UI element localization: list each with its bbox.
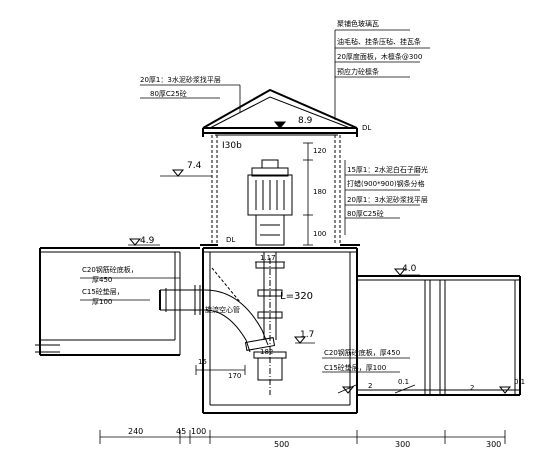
elevation-markers xyxy=(128,121,512,394)
wall-note-2: 打蜡(900*900)钢条分格 xyxy=(347,180,425,188)
dim-120: 120 xyxy=(313,147,327,155)
dim-300-b: 300 xyxy=(486,440,502,449)
dim-100: 100 xyxy=(313,230,327,238)
dl-label-roof: DL xyxy=(362,124,372,132)
left-slab-2: 厚450 xyxy=(92,276,113,284)
dim-100-bottom: 100 xyxy=(191,427,207,436)
leader-lines xyxy=(80,29,430,394)
dim-15: 15 xyxy=(198,358,207,366)
dl-label-floor: DL xyxy=(226,236,236,244)
pipe-length: L=320 xyxy=(280,291,314,302)
elevation-right-channel: 4.0 xyxy=(402,264,417,274)
roof-note-3: 20厚度面板，木檩条@300 xyxy=(337,53,423,61)
elevation-left-channel: 4.9 xyxy=(140,236,155,246)
pipe-tag2: 182 xyxy=(260,348,274,356)
left-slab-3: C15砼垫层， xyxy=(82,288,124,296)
elevation-floor-right: 0.1 xyxy=(514,378,526,386)
dim-300-a: 300 xyxy=(395,440,411,449)
left-slab-1: C20钢筋砼底板， xyxy=(82,266,138,274)
roof xyxy=(202,88,358,137)
left-roof-note-1: 20厚1：3水泥砂浆找平层 xyxy=(140,76,221,84)
roof-note-1: 聚铺色玻璃瓦 xyxy=(337,20,379,28)
elevation-roof: 8.9 xyxy=(298,116,313,126)
pump-shaft xyxy=(253,252,287,395)
left-channel xyxy=(35,247,200,356)
bottom-slab-2: C15砼垫层，厚100 xyxy=(324,364,387,372)
elevation-pipe: 1.7 xyxy=(300,330,315,340)
slope-mark: 2 xyxy=(368,382,373,390)
elevation-left-ground: 7.4 xyxy=(187,161,202,171)
dim-500: 500 xyxy=(274,440,290,449)
left-roof-note-2: 80厚C25砼 xyxy=(150,90,187,98)
roof-note-4: 预应力砼檩条 xyxy=(337,68,379,76)
beam-label: I30b xyxy=(222,141,242,151)
bottom-slab-1: C20钢筋砼底板，厚450 xyxy=(324,349,401,357)
roof-note-2: 油毛毡、挂条压毡、挂瓦条 xyxy=(337,38,421,46)
pipe-label: 旋流空心管 xyxy=(205,306,240,314)
wall-note-3: 20厚1：3水泥砂浆找平层 xyxy=(347,196,428,204)
discharge-pipe xyxy=(159,267,276,353)
left-slab-4: 厚100 xyxy=(92,298,113,306)
dimension-lines xyxy=(99,261,506,444)
elevation-floor-left: 0.1 xyxy=(398,378,410,386)
slope-mark-2: 2 xyxy=(470,384,475,392)
dim-240: 240 xyxy=(128,427,144,436)
pump-motor xyxy=(247,159,293,246)
dim-45: 45 xyxy=(176,427,187,436)
right-channel xyxy=(357,275,521,396)
superstructure xyxy=(211,134,341,245)
pump-pit xyxy=(200,244,360,414)
pipe-tag: 1.17 xyxy=(260,254,276,262)
wall-note-4: 80厚C25砼 xyxy=(347,210,384,218)
dim-180: 180 xyxy=(313,188,327,196)
wall-note-1: 15厚1：2水泥白石子磨光 xyxy=(347,166,428,174)
dim-170: 170 xyxy=(228,372,242,380)
